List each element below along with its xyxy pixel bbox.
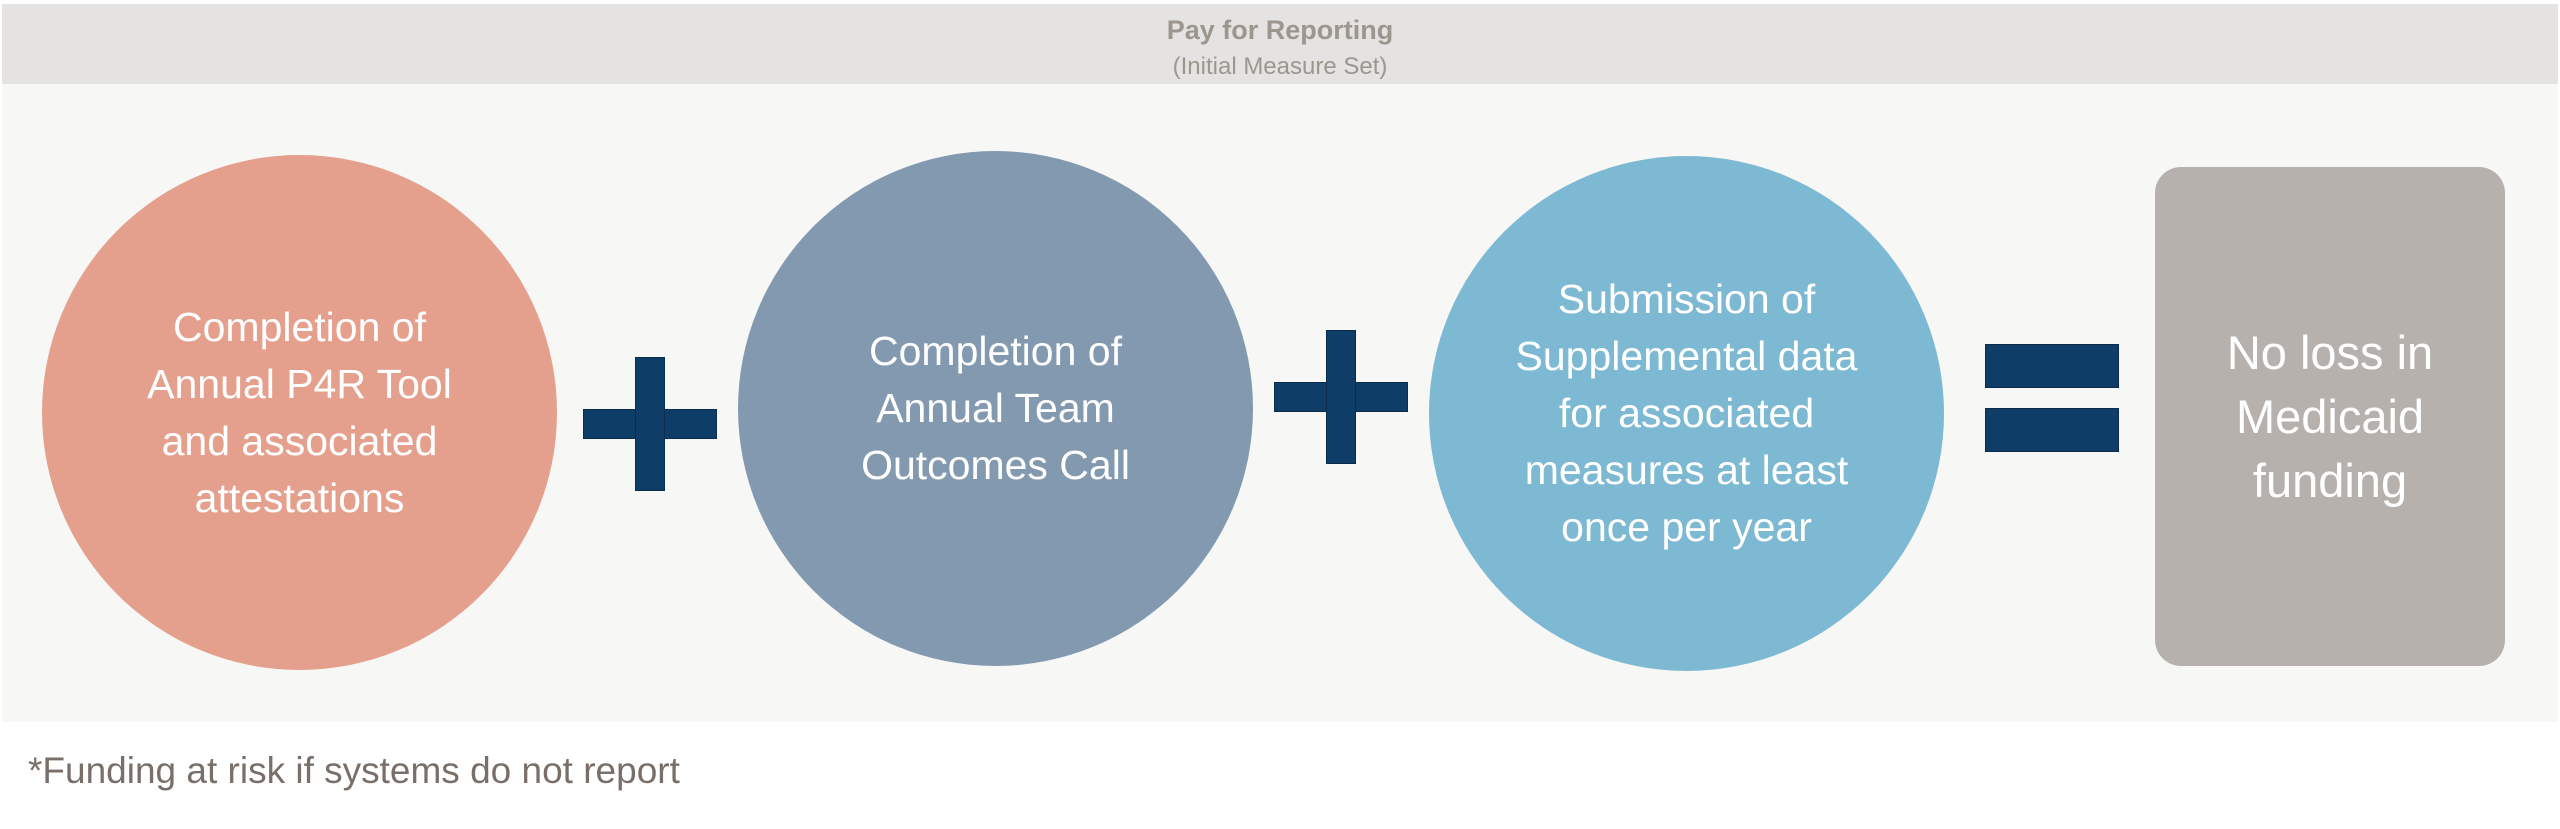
component-label: Submission of Supplemental data for asso…	[1515, 276, 1858, 550]
page-subtitle: (Initial Measure Set)	[1172, 53, 1388, 80]
footnote: *Funding at risk if systems do not repor…	[28, 750, 680, 791]
component-label: Completion of Annual P4R Tool and associ…	[147, 303, 452, 521]
header-banner: Pay for Reporting (Initial Measure Set)	[2, 4, 2558, 84]
equals-icon	[1985, 344, 2119, 452]
plus-icon	[583, 357, 717, 491]
plus-icon	[1274, 330, 1408, 464]
component-circle-supplemental-data: Submission of Supplemental data for asso…	[1429, 156, 1944, 671]
page-title: Pay for Reporting	[1166, 15, 1394, 45]
component-circle-p4r-tool: Completion of Annual P4R Tool and associ…	[42, 155, 557, 670]
component-label: Completion of Annual Team Outcomes Call	[861, 328, 1130, 488]
component-circle-outcomes-call: Completion of Annual Team Outcomes Call	[738, 151, 1253, 666]
result-box: No loss in Medicaid funding	[2155, 167, 2505, 666]
result-label: No loss in Medicaid funding	[2226, 325, 2434, 507]
